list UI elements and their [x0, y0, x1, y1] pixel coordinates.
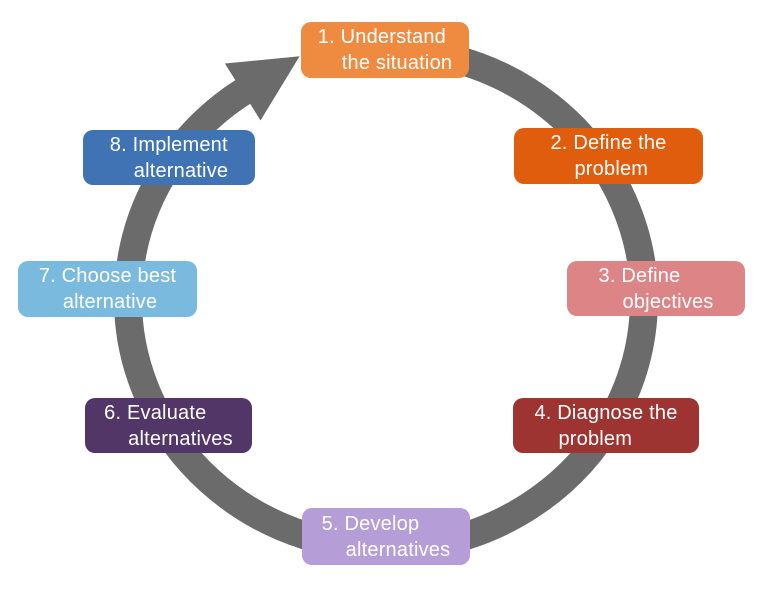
step-box-3-define-objectives: 3. Define objectives — [567, 261, 745, 316]
step-line1: 2. Define the — [550, 132, 667, 154]
step-label: 1. Understand the situation — [318, 24, 452, 76]
step-line2: problem — [558, 427, 633, 450]
step-line2: alternative — [133, 159, 229, 182]
step-label: 4. Diagnose the problem — [534, 400, 677, 452]
step-box-2-define-problem: 2. Define the problem — [514, 128, 703, 184]
step-line1: 4. Diagnose the — [534, 401, 678, 424]
step-box-6-evaluate-alternatives: 6. Evaluate alternatives — [85, 398, 252, 453]
step-box-1-understand-situation: 1. Understand the situation — [301, 22, 469, 78]
step-label: 5. Develop alternatives — [322, 511, 451, 563]
step-line2: the situation — [341, 52, 453, 74]
step-label: 7. Choose best alternative — [39, 263, 176, 315]
step-label: 2. Define the problem — [550, 130, 666, 182]
step-line2: problem — [574, 158, 649, 180]
step-line1: 6. Evaluate — [104, 401, 207, 424]
step-line1: 8. Implement — [109, 133, 228, 156]
step-box-4-diagnose-problem: 4. Diagnose the problem — [513, 398, 699, 453]
step-label: 6. Evaluate alternatives — [104, 400, 233, 452]
step-box-8-implement-alternative: 8. Implement alternative — [83, 130, 255, 185]
step-line1: 3. Define — [598, 264, 681, 287]
step-box-7-choose-best-alternative: 7. Choose best alternative — [18, 261, 197, 317]
step-line1: 7. Choose best — [38, 265, 177, 287]
step-line1: 1. Understand — [317, 26, 447, 48]
step-box-5-develop-alternatives: 5. Develop alternatives — [302, 508, 470, 565]
step-line1: 5. Develop — [321, 512, 420, 535]
step-label: 8. Implement alternative — [110, 132, 228, 184]
step-line2: alternatives — [128, 427, 233, 450]
step-line2: objectives — [622, 290, 714, 313]
step-line2: alternatives — [345, 538, 451, 561]
step-line2: alternative — [62, 291, 158, 313]
step-label: 3. Define objectives — [599, 263, 714, 315]
